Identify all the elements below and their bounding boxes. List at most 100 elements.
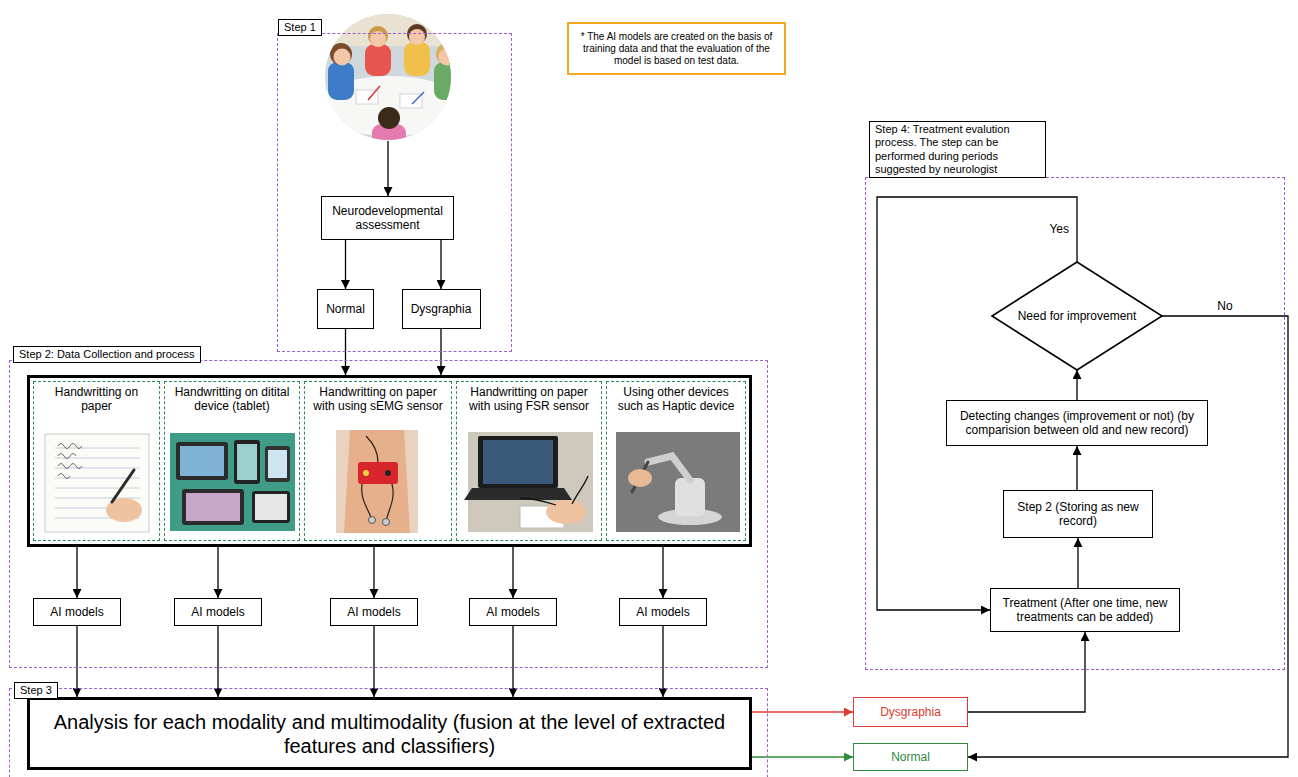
device-body [675, 478, 705, 516]
box-label: Treatment (After one time, new treatment… [997, 596, 1173, 625]
modality-panel: Handwritting on paper [33, 381, 160, 541]
sensor-wires [362, 436, 393, 522]
process-box: Dysgraphia [402, 289, 481, 329]
box-label: AI models [50, 605, 103, 619]
tablet [252, 491, 290, 523]
haptic-device-picture [616, 432, 740, 532]
board-part [363, 470, 369, 476]
laptop-base [464, 488, 572, 500]
tablet [234, 440, 260, 484]
sensor-wires [520, 476, 588, 505]
box-label: Normal [326, 302, 365, 316]
connector-arrow [76, 626, 77, 697]
connector-arrow [662, 547, 663, 598]
process-box: Normal [317, 289, 374, 329]
modality-panel: Using other devices such as Haptic devic… [606, 381, 746, 541]
step-label: Step 2: Data Collection and process [13, 346, 201, 363]
electrode [369, 517, 376, 524]
hand [628, 469, 652, 487]
step-label: Step 4: Treatment evalution process. The… [869, 121, 1046, 178]
child-face [439, 49, 456, 66]
note-box: * The AI models are created on the basis… [567, 22, 786, 75]
box-label: Handwritting on paper [38, 385, 155, 414]
process-box: AI models [619, 598, 707, 626]
box-label: Detecting changes (improvement or not) (… [953, 409, 1201, 438]
step-region: Need for improvementDetecting changes (i… [865, 177, 1285, 670]
child-hair [368, 26, 388, 46]
step-region: Neurodevelopmental assessmentNormalDysgr… [277, 33, 512, 352]
step-label: Step 3 [14, 682, 58, 699]
child-face [409, 29, 425, 45]
box-label: Dysgraphia [880, 705, 941, 719]
process-box: AI models [33, 598, 121, 626]
box-label: Handwritting on paper with using FSR sen… [461, 385, 597, 414]
paper-sheet [400, 94, 422, 108]
tablet-devices-picture [170, 433, 295, 531]
child [328, 62, 354, 100]
picture-ground [616, 432, 740, 532]
connector-arrow [76, 547, 77, 598]
box-label: Analysis for each modality and multimoda… [40, 710, 739, 758]
connector-arrow [662, 626, 663, 697]
step-region: Analysis for each modality and multimoda… [9, 688, 768, 777]
connector-arrow [440, 240, 441, 289]
child [434, 62, 460, 100]
pencil [368, 86, 380, 100]
tablet [265, 446, 290, 482]
result-box: Normal [853, 743, 968, 771]
connector-arrow [1077, 538, 1078, 588]
tablet-screen [186, 493, 240, 521]
edge-label: No [1215, 299, 1234, 313]
connector-arrow [1076, 446, 1077, 490]
child-hair [330, 43, 352, 65]
box-label: * The AI models are created on the basis… [575, 31, 778, 67]
modality-panel: Handwritting on ditital device (tablet) [164, 381, 300, 541]
electrode [383, 519, 390, 526]
box-label: AI models [636, 605, 689, 619]
connector-arrow [968, 632, 1085, 712]
laptop-screen [478, 436, 558, 488]
box-label: Handwritting on paper with using sEMG se… [309, 385, 447, 414]
paper-sheet [45, 434, 149, 532]
box-label: AI models [191, 605, 244, 619]
connector-arrow [217, 626, 218, 697]
analysis-box: Analysis for each modality and multimoda… [27, 697, 752, 770]
connector-arrow [1076, 370, 1077, 400]
box-label: Dysgraphia [411, 302, 472, 316]
laptop-display [483, 440, 553, 484]
tablet [176, 442, 228, 480]
box-label: Handwritting on ditital device (tablet) [169, 385, 295, 414]
process-box: Treatment (After one time, new treatment… [990, 588, 1180, 632]
child-hair [407, 24, 427, 44]
photo-wall [322, 12, 456, 46]
connector-arrow [217, 547, 218, 598]
tablet [182, 489, 244, 525]
connector-arrow [373, 547, 374, 598]
box-label: Using other devices such as Haptic devic… [611, 385, 741, 414]
step-region: Handwritting on paper Handwritting on dit… [9, 360, 768, 668]
handwriting-strokes [58, 444, 82, 479]
arm [344, 430, 410, 533]
child [365, 44, 391, 76]
process-box: Step 2 (Storing as new record) [1003, 490, 1153, 538]
sensor-board [358, 462, 398, 484]
box-label: Need for improvement [1018, 309, 1137, 323]
connector-arrow [345, 240, 346, 289]
box-label: Step 2 (Storing as new record) [1010, 500, 1146, 529]
process-box: AI models [174, 598, 262, 626]
picture-ground [468, 432, 593, 532]
modality-group-box: Handwritting on paper Handwritting on dit… [27, 375, 752, 547]
pen [112, 470, 134, 502]
result-box: Dysgraphia [853, 697, 968, 727]
diamond-shape [992, 262, 1162, 370]
modality-panel: Handwritting on paper with using FSR sen… [456, 381, 602, 541]
connector-arrow [373, 626, 374, 697]
edge-label: Yes [1047, 222, 1071, 236]
decision-diamond: Need for improvement [992, 262, 1162, 370]
pencil [412, 92, 424, 104]
box-label: AI models [486, 605, 539, 619]
connector-arrow [440, 329, 441, 375]
picture-ground [336, 430, 418, 533]
connector-arrow [512, 547, 513, 598]
